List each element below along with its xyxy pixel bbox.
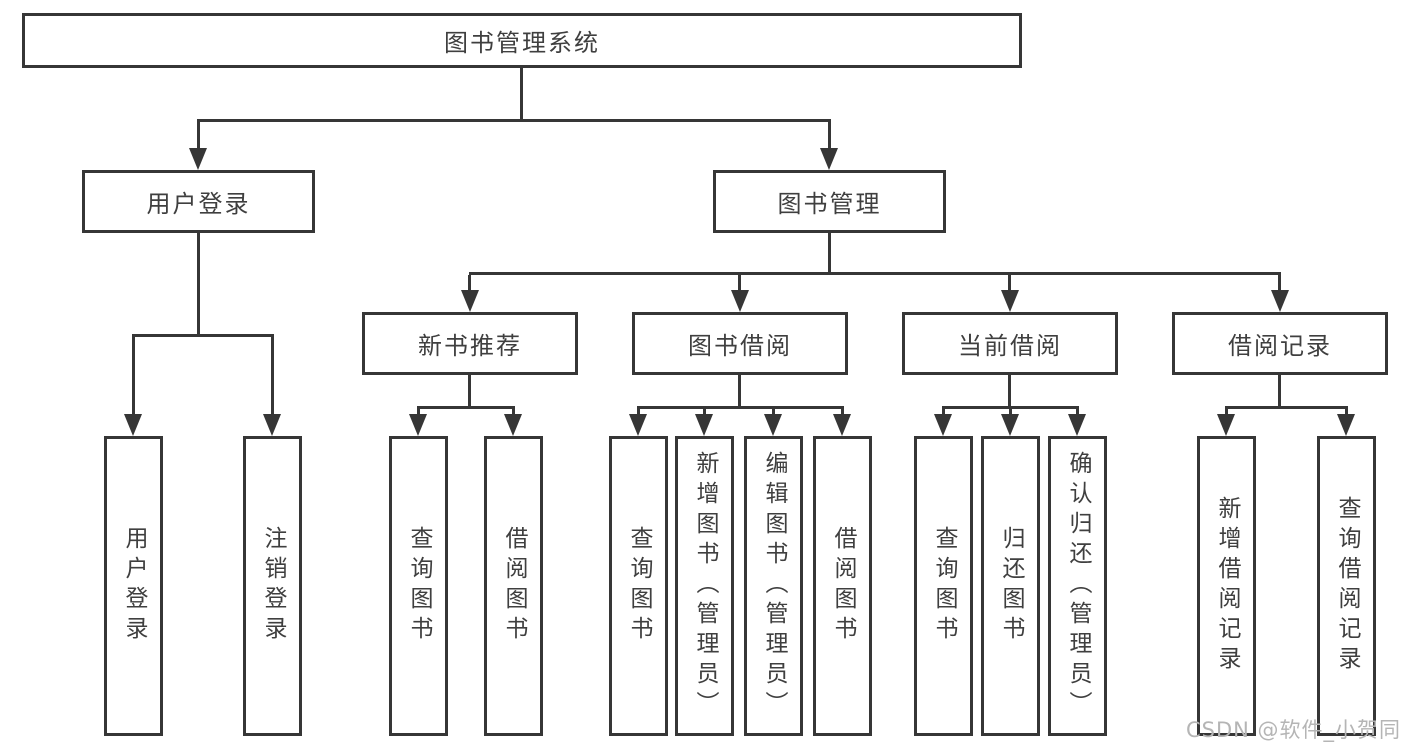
- connector-drop-c1: [637, 409, 640, 417]
- connector-drop-e1: [1225, 409, 1228, 417]
- arrowhead-login-child2: [263, 414, 281, 436]
- connector-login-bus: [132, 334, 274, 337]
- arrowhead-c1: [629, 414, 647, 436]
- arrowhead-b2: [504, 414, 522, 436]
- connector-drop-b2: [512, 409, 515, 417]
- node-library-system: 图书管理系统: [22, 13, 1022, 68]
- connector-drop-c4: [841, 409, 844, 417]
- connector-drop-login: [197, 122, 200, 152]
- leaf-edit-book-admin: 编辑图书（管理员）: [744, 436, 803, 736]
- connector-drop-c3: [772, 409, 775, 417]
- arrowhead-d3: [1068, 414, 1086, 436]
- leaf-query-book-3: 查询图书: [914, 436, 973, 736]
- connector-records-stem: [1278, 375, 1281, 407]
- node-borrow-records: 借阅记录: [1172, 312, 1388, 375]
- node-current-borrow: 当前借阅: [902, 312, 1118, 375]
- connector-current-stem: [1008, 375, 1011, 407]
- connector-drop-d2: [1009, 409, 1012, 417]
- connector-newbook-bus: [417, 406, 515, 409]
- connector-records-bus: [1225, 406, 1348, 409]
- leaf-query-book-1: 查询图书: [389, 436, 448, 736]
- node-book-mgmt: 图书管理: [713, 170, 946, 233]
- arrowhead-borrow: [731, 290, 749, 312]
- leaf-add-book-admin: 新增图书（管理员）: [675, 436, 734, 736]
- arrowhead-e1: [1217, 414, 1235, 436]
- connector-drop-mgmt: [828, 122, 831, 152]
- connector-drop-login-child2: [271, 337, 274, 417]
- leaf-query-book-2: 查询图书: [609, 436, 668, 736]
- arrowhead-d1: [934, 414, 952, 436]
- connector-drop-records: [1278, 275, 1281, 294]
- connector-drop-c2: [703, 409, 706, 417]
- connector-current-bus: [942, 406, 1079, 409]
- connector-borrow-stem: [738, 375, 741, 407]
- leaf-borrow-book-1: 借阅图书: [484, 436, 543, 736]
- arrowhead-c4: [833, 414, 851, 436]
- connector-mgmt-stem: [828, 233, 831, 273]
- leaf-user-login: 用户登录: [104, 436, 163, 736]
- connector-login-stem: [197, 233, 200, 335]
- connector-drop-current: [1008, 275, 1011, 294]
- connector-drop-e2: [1345, 409, 1348, 417]
- arrowhead-c2: [695, 414, 713, 436]
- connector-level3-bus: [469, 272, 1281, 275]
- arrowhead-b1: [409, 414, 427, 436]
- arrowhead-login: [189, 148, 207, 170]
- connector-drop-b1: [417, 409, 420, 417]
- arrowhead-newbook: [461, 290, 479, 312]
- node-book-borrow: 图书借阅: [632, 312, 848, 375]
- leaf-confirm-return-admin: 确认归还（管理员）: [1048, 436, 1107, 736]
- connector-level2-bus: [197, 119, 831, 122]
- connector-borrow-bus: [637, 406, 844, 409]
- connector-root-stem: [520, 68, 523, 119]
- arrowhead-current: [1001, 290, 1019, 312]
- csdn-watermark: CSDN @软件_小贺同学: [1186, 718, 1402, 742]
- connector-newbook-stem: [468, 375, 471, 407]
- leaf-add-borrow-record: 新增借阅记录: [1197, 436, 1256, 736]
- arrowhead-d2: [1001, 414, 1019, 436]
- arrowhead-login-child1: [124, 414, 142, 436]
- node-user-login: 用户登录: [82, 170, 315, 233]
- connector-drop-d3: [1076, 409, 1079, 417]
- arrowhead-c3: [764, 414, 782, 436]
- connector-drop-borrow: [738, 275, 741, 294]
- connector-drop-d1: [942, 409, 945, 417]
- arrowhead-mgmt: [820, 148, 838, 170]
- node-new-book-recommend: 新书推荐: [362, 312, 578, 375]
- leaf-query-borrow-record: 查询借阅记录: [1317, 436, 1376, 736]
- connector-drop-login-child1: [132, 337, 135, 417]
- leaf-borrow-book-2: 借阅图书: [813, 436, 872, 736]
- arrowhead-e2: [1337, 414, 1355, 436]
- arrowhead-records: [1271, 290, 1289, 312]
- leaf-logout: 注销登录: [243, 436, 302, 736]
- leaf-return-book: 归还图书: [981, 436, 1040, 736]
- connector-drop-newbook: [468, 275, 471, 294]
